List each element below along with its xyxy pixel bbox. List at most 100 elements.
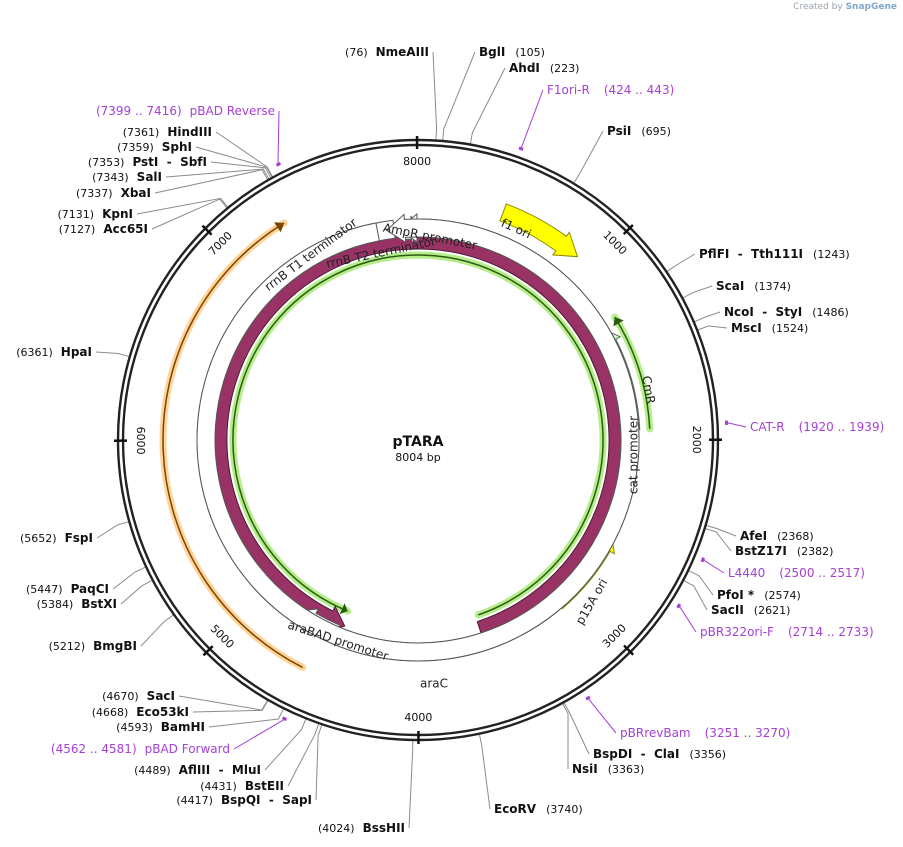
pbr322ori-f-primer-leader (679, 606, 697, 633)
site-ecorv-name: EcoRV (494, 802, 537, 816)
site-bmgbi-position: (5212) (49, 640, 86, 653)
site-saci-name: SacI (147, 689, 175, 703)
plasmid-name: pTARA (393, 434, 444, 450)
site-pflfi-tth111i-position: (1243) (813, 248, 850, 261)
site-labels: NmeAIII(76)BglI(105)AhdI(223)PsiI(695)Pf… (16, 45, 884, 835)
site-scai-position: (1374) (754, 280, 791, 293)
site-kpni-name: KpnI (102, 207, 133, 221)
tick-mark (622, 224, 634, 236)
orf-cmr-head (613, 317, 624, 327)
site-bspqi-sapi-leader (315, 724, 323, 801)
site-afei-name: AfeI (740, 529, 767, 543)
site-ecorv-position: (3740) (546, 803, 583, 816)
f1ori-r-primer-name: F1ori-R (547, 83, 590, 97)
pbrrevbam-primer-name: pBRrevBam (620, 726, 691, 740)
site-bsteii-position: (4431) (200, 780, 237, 793)
credit-prefix: Created by (793, 2, 843, 12)
site-eco53ki-position: (4668) (92, 706, 129, 719)
site-bgli-position: (105) (515, 46, 545, 59)
site-paqci-name: PaqCI (71, 582, 109, 596)
site-sphi-position: (7359) (117, 141, 154, 154)
l4440-primer-name: L4440 (728, 566, 765, 580)
site-psii-name: PsiI (607, 124, 631, 138)
arac-label: araC (420, 677, 448, 691)
orf-cmr-line (614, 316, 651, 429)
site-bstxi-leader (120, 579, 153, 605)
site-ecorv-leader (478, 733, 491, 810)
tick-label: 6000 (134, 427, 147, 455)
site-psii-leader (573, 130, 604, 184)
site-ncoi-styi-position: (1486) (812, 306, 849, 319)
l4440-primer-range: (2500 .. 2517) (779, 566, 865, 580)
tick-label: 2000 (690, 426, 703, 454)
site-afei-position: (2368) (777, 530, 814, 543)
site-eco53ki-leader (192, 699, 269, 713)
f1-ori-arrow (499, 203, 579, 258)
orf-arac-head (339, 603, 348, 615)
site-xbai-position: (7337) (76, 187, 113, 200)
site-bstz17i-leader (704, 527, 732, 552)
site-sacii-leader (682, 579, 708, 611)
site-sphi-name: SphI (162, 140, 192, 154)
site-ahdi-leader (469, 67, 506, 145)
cat-r-primer-range: (1920 .. 1939) (799, 420, 885, 434)
site-ahdi-name: AhdI (509, 61, 540, 75)
site-acc65i-position: (7127) (59, 223, 96, 236)
site-acc65i-name: Acc65I (103, 222, 148, 236)
site-afliii-mlui-leader (264, 718, 307, 771)
site-pfoi-leader (687, 569, 714, 596)
site-hpai-position: (6361) (16, 346, 53, 359)
site-hpai-leader (95, 351, 130, 358)
site-hpai-name: HpaI (61, 345, 92, 359)
site-bspdi-clai-name: BspDI - ClaI (593, 747, 679, 761)
site-hindiii-leader (215, 131, 274, 178)
primer-marks (275, 146, 729, 721)
site-bsshii-position: (4024) (318, 822, 355, 835)
site-xbai-name: XbaI (121, 186, 151, 200)
plasmid-size: 8004 bp (395, 451, 440, 464)
site-bspqi-sapi-position: (4417) (176, 794, 213, 807)
tick-label: 8000 (403, 155, 431, 168)
site-nmeaiii-name: NmeAIII (376, 45, 429, 59)
pbad-reverse-primer-mark (275, 161, 282, 167)
orf-layer (159, 219, 654, 671)
pbad-reverse-primer-name: pBAD Reverse (190, 104, 275, 118)
site-bamhi-leader (208, 708, 285, 728)
site-bspqi-sapi-name: BspQI - SapI (221, 793, 312, 807)
cat-r-primer-leader (727, 422, 747, 428)
site-sacii-name: SacII (711, 603, 744, 617)
cat-r-primer-name: CAT-R (750, 420, 785, 434)
site-saci-leader (178, 695, 269, 711)
f1ori-r-primer-leader (520, 89, 544, 148)
pbr322ori-f-primer-mark (676, 603, 682, 609)
site-fspi-leader (96, 521, 130, 539)
snapgene-brand: SnapGene (845, 2, 897, 12)
site-hindiii-name: HindIII (167, 125, 212, 139)
site-psti-sbfi-name: PstI - SbfI (132, 155, 207, 169)
f1ori-r-primer-mark (518, 146, 524, 151)
site-bgli-leader (442, 51, 476, 142)
pbr322ori-f-primer-range: (2714 .. 2733) (788, 625, 874, 639)
site-saci-position: (4670) (102, 690, 139, 703)
site-bsteii-name: BstEII (245, 779, 284, 793)
site-kpni-leader (136, 197, 229, 215)
tick-mark (623, 644, 635, 656)
site-sali-leader (165, 168, 270, 180)
tick-mark (201, 224, 213, 236)
pbad-forward-primer-mark (281, 716, 288, 721)
tick-mark (202, 645, 214, 657)
orf-arac-line (232, 254, 604, 616)
cmr-label: CmR (639, 375, 658, 405)
site-bsshii-name: BssHII (363, 821, 405, 835)
site-fspi-name: FspI (65, 531, 93, 545)
site-hindiii-position: (7361) (123, 126, 160, 139)
site-psti-sbfi-position: (7353) (88, 156, 125, 169)
site-pfoi-position: (2574) (764, 589, 801, 602)
pbad-reverse-primer-range: (7399 .. 7416) (96, 104, 182, 118)
site-xbai-leader (154, 169, 269, 194)
site-psii-position: (695) (641, 125, 671, 138)
site-nsii-position: (3363) (608, 763, 645, 776)
site-bmgbi-name: BmgBI (93, 639, 137, 653)
pbrrevbam-primer-leader (588, 698, 617, 734)
leader-lines (95, 51, 747, 829)
